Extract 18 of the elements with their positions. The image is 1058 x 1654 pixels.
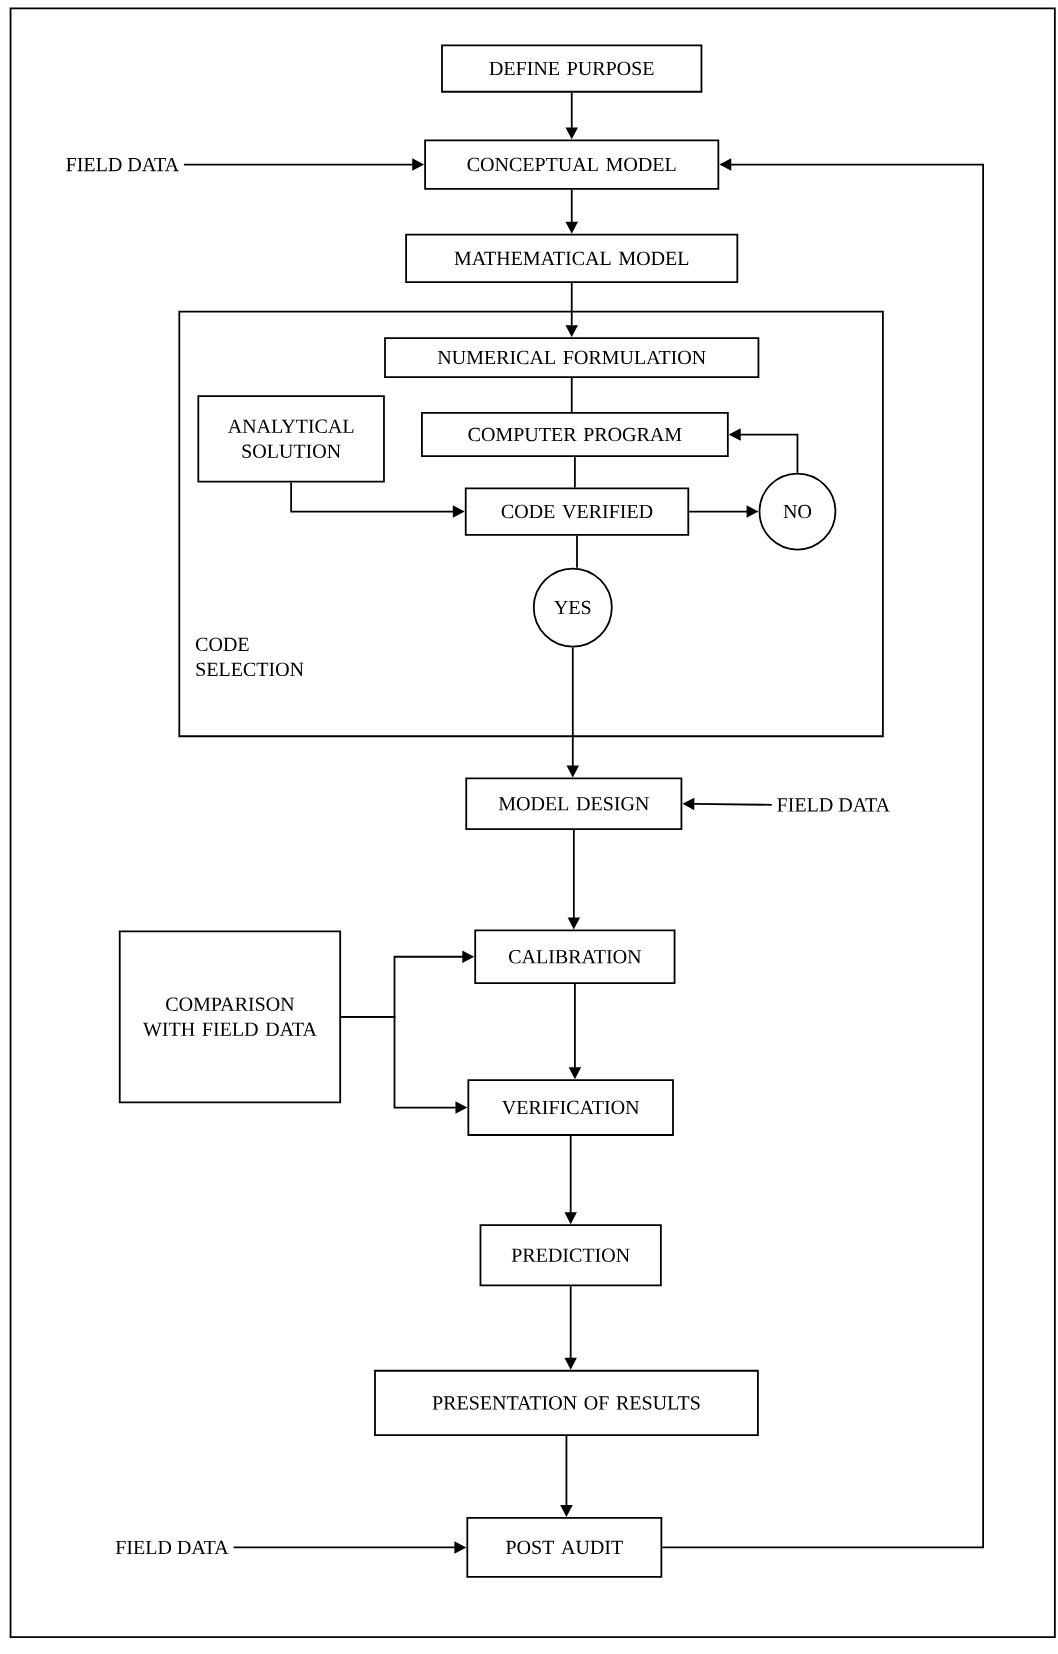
arrow	[661, 158, 984, 1549]
process-box: POST AUDIT	[466, 1517, 663, 1578]
process-box: DEFINE PURPOSE	[441, 44, 703, 93]
process-box: PREDICTION	[479, 1224, 662, 1287]
input-label: FIELD DATA	[777, 798, 890, 812]
process-box: COMPUTER PROGRAM	[421, 412, 729, 458]
input-label: FIELD DATA	[115, 1540, 229, 1555]
process-box: PRESENTATION OF RESULTS	[374, 1369, 759, 1436]
process-box: COMPARISON WITH FIELD DATA	[118, 930, 342, 1104]
process-box: NUMERICAL FORMULATION	[384, 337, 760, 378]
process-box: CONCEPTUAL MODEL	[424, 139, 720, 190]
process-box: ANALYTICAL SOLUTION	[197, 395, 385, 483]
process-box: VERIFICATION	[467, 1079, 674, 1136]
process-box: CODE VERIFIED	[464, 487, 690, 536]
process-box: MODEL DESIGN	[465, 777, 683, 830]
input-label: FIELD DATA	[66, 157, 179, 172]
process-box: CALIBRATION	[474, 929, 676, 984]
process-box: MATHEMATICAL MODEL	[405, 233, 739, 284]
